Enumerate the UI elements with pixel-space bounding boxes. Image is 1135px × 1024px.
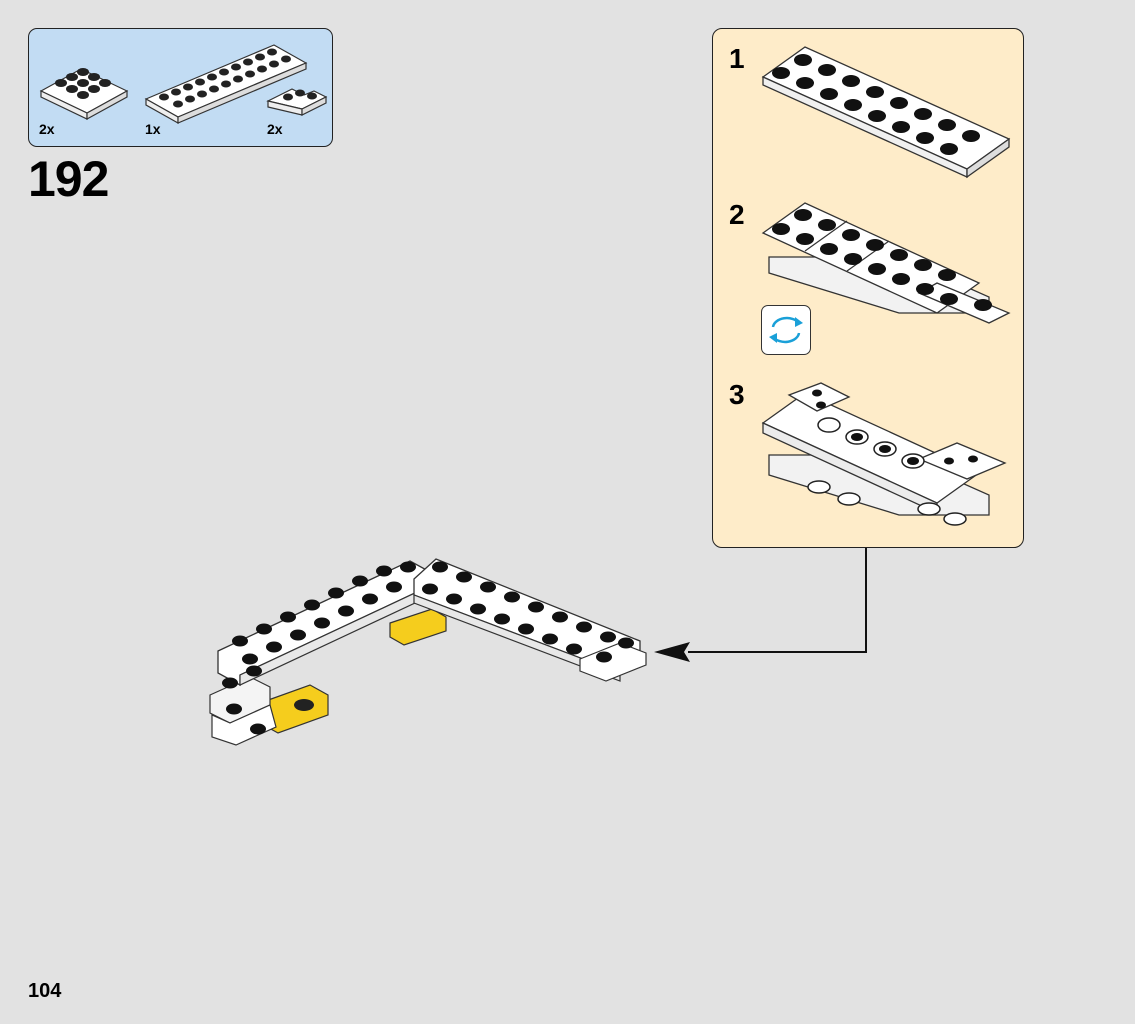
sub-assembly-callout: 1 2: [712, 28, 1024, 548]
rotate-arrows-icon: [769, 316, 803, 344]
quantity-label-plate-2x10: 1x: [145, 121, 161, 137]
plate-2x4-illustration: [39, 68, 129, 121]
quantity-label-corner-plate: 2x: [267, 121, 283, 137]
main-model-illustration: [209, 558, 647, 746]
corner-plate-illustration: [266, 88, 328, 116]
quantity-label-plate-2x4: 2x: [39, 121, 55, 137]
page-number: 104: [28, 980, 62, 1002]
sub-step-3-flipped-assembly-illustration: [761, 382, 1007, 526]
sub-step-1-plate-illustration: [761, 46, 1011, 179]
step-number: 192: [28, 151, 109, 207]
plate-2x10-illustration: [144, 44, 308, 125]
sub-step-number-3: 3: [729, 379, 745, 410]
sub-step-number-1: 1: [729, 43, 745, 74]
rotate-model-icon: [761, 305, 811, 355]
sub-step-number-2: 2: [729, 199, 745, 230]
sub-step-2-assembly-illustration: [761, 202, 1011, 324]
parts-list-callout: 2x 1x 2x: [28, 28, 333, 147]
